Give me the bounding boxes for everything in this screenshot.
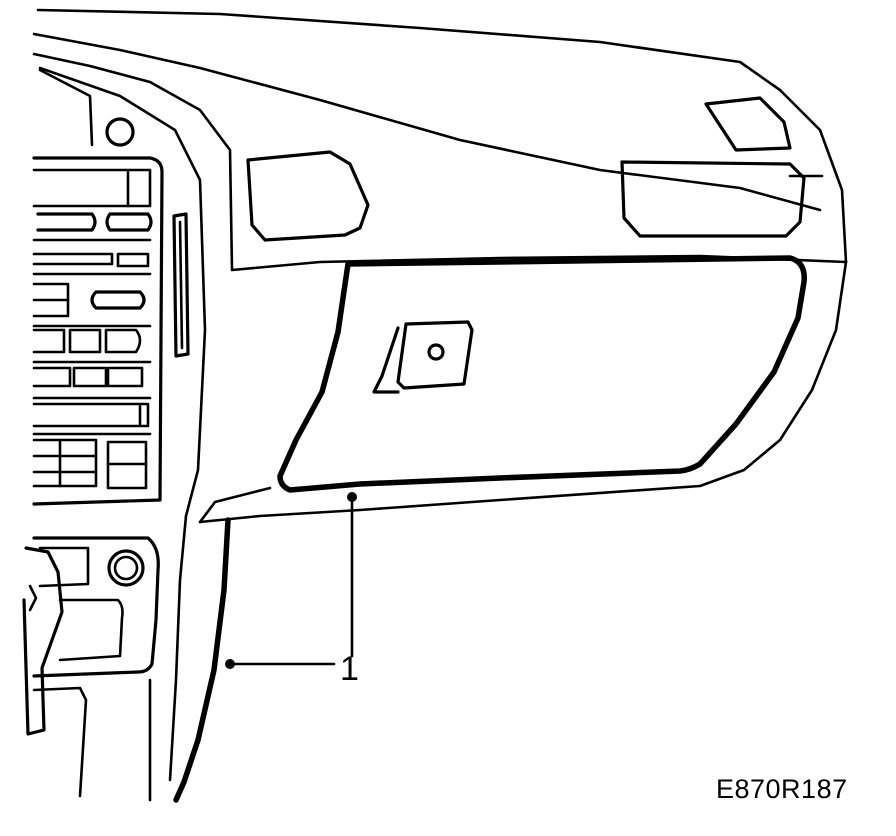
callout-label: 1 [340, 650, 359, 688]
center-console [32, 68, 190, 506]
glovebox-outline [277, 255, 807, 493]
callout-leaders [225, 492, 357, 669]
lower-console [22, 514, 188, 802]
glovebox-lock [372, 320, 474, 394]
figure-code: E870R187 [716, 774, 848, 804]
dashboard-outline [32, 8, 848, 524]
side-trim-outline [173, 517, 231, 803]
defroster-vents [246, 96, 824, 242]
